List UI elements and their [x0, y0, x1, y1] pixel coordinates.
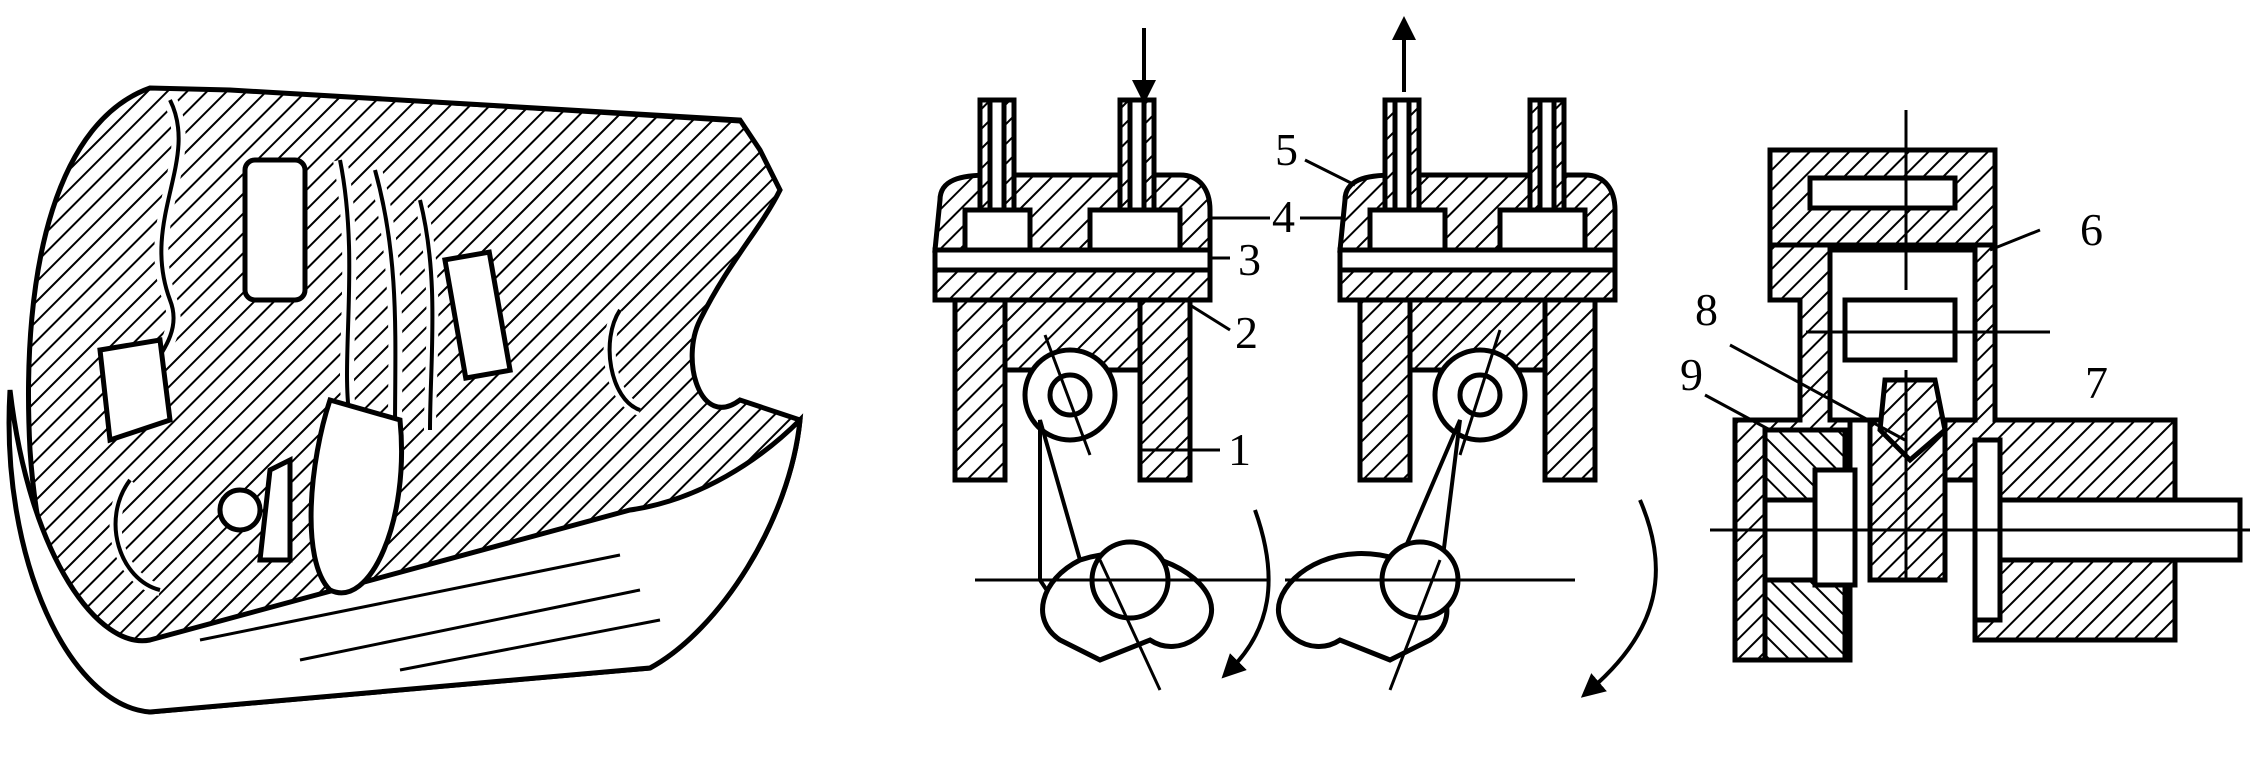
label-5: 5	[1275, 124, 1298, 175]
cylinder-discharge	[1275, 16, 1658, 698]
label-7: 7	[2085, 357, 2108, 408]
label-6: 6	[2080, 204, 2103, 255]
callout-labels: 1 2 3 4 5 6 7 8 9	[1228, 124, 2108, 475]
cylinder-intake	[932, 28, 1271, 691]
housing-cutaway	[6, 85, 804, 715]
label-4: 4	[1272, 191, 1295, 242]
label-2: 2	[1235, 307, 1258, 358]
label-1: 1	[1228, 424, 1251, 475]
crank-assembly-section	[1710, 110, 2250, 663]
label-3: 3	[1238, 234, 1261, 285]
label-8: 8	[1695, 284, 1718, 335]
label-9: 9	[1680, 349, 1703, 400]
leader-lines	[1140, 158, 2041, 452]
